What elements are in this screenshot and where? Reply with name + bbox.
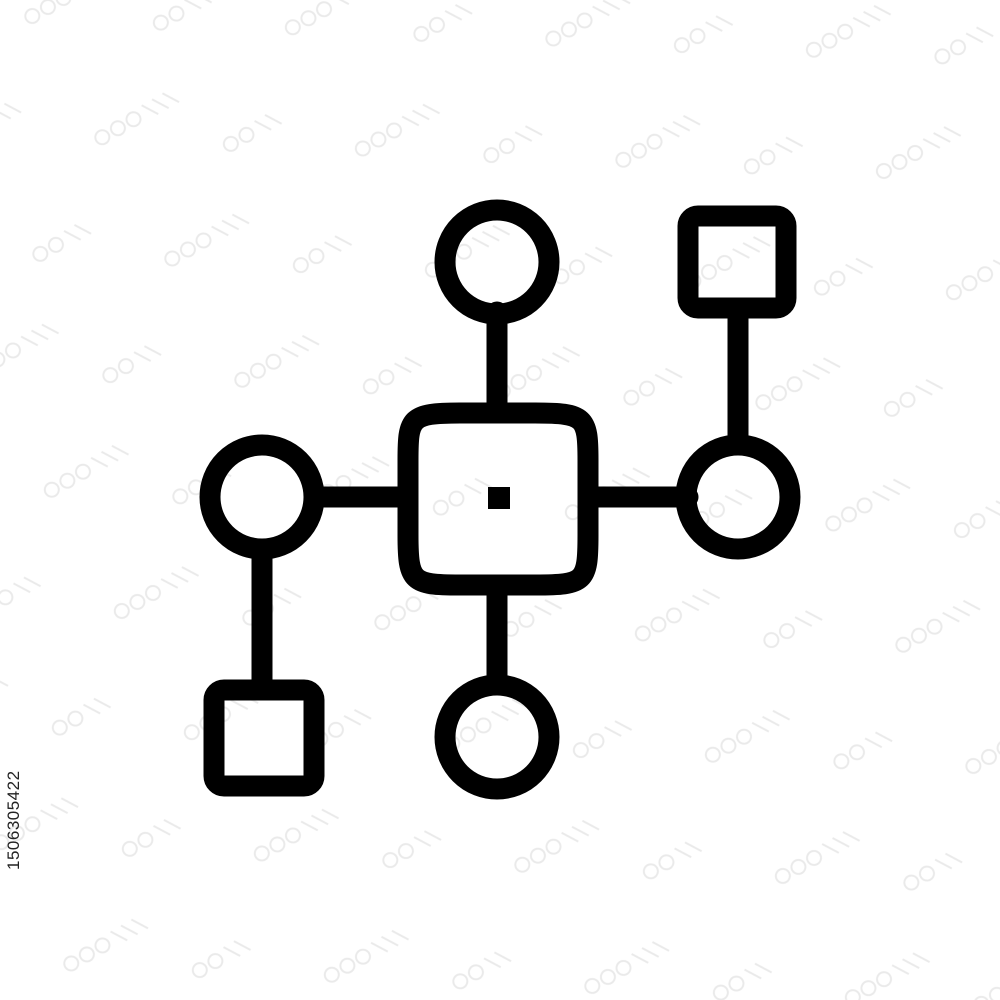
right-circle-node [675,434,801,560]
top-right-square-node [677,205,797,319]
bottom-circle-node [434,674,560,800]
top-circle-node [434,199,560,325]
hub-center-dot [488,487,510,509]
bottom-left-square-node [203,679,325,797]
left-circle-node [199,434,325,560]
stock-id-label: 1506305422 [4,770,23,870]
hub-node [397,402,599,596]
